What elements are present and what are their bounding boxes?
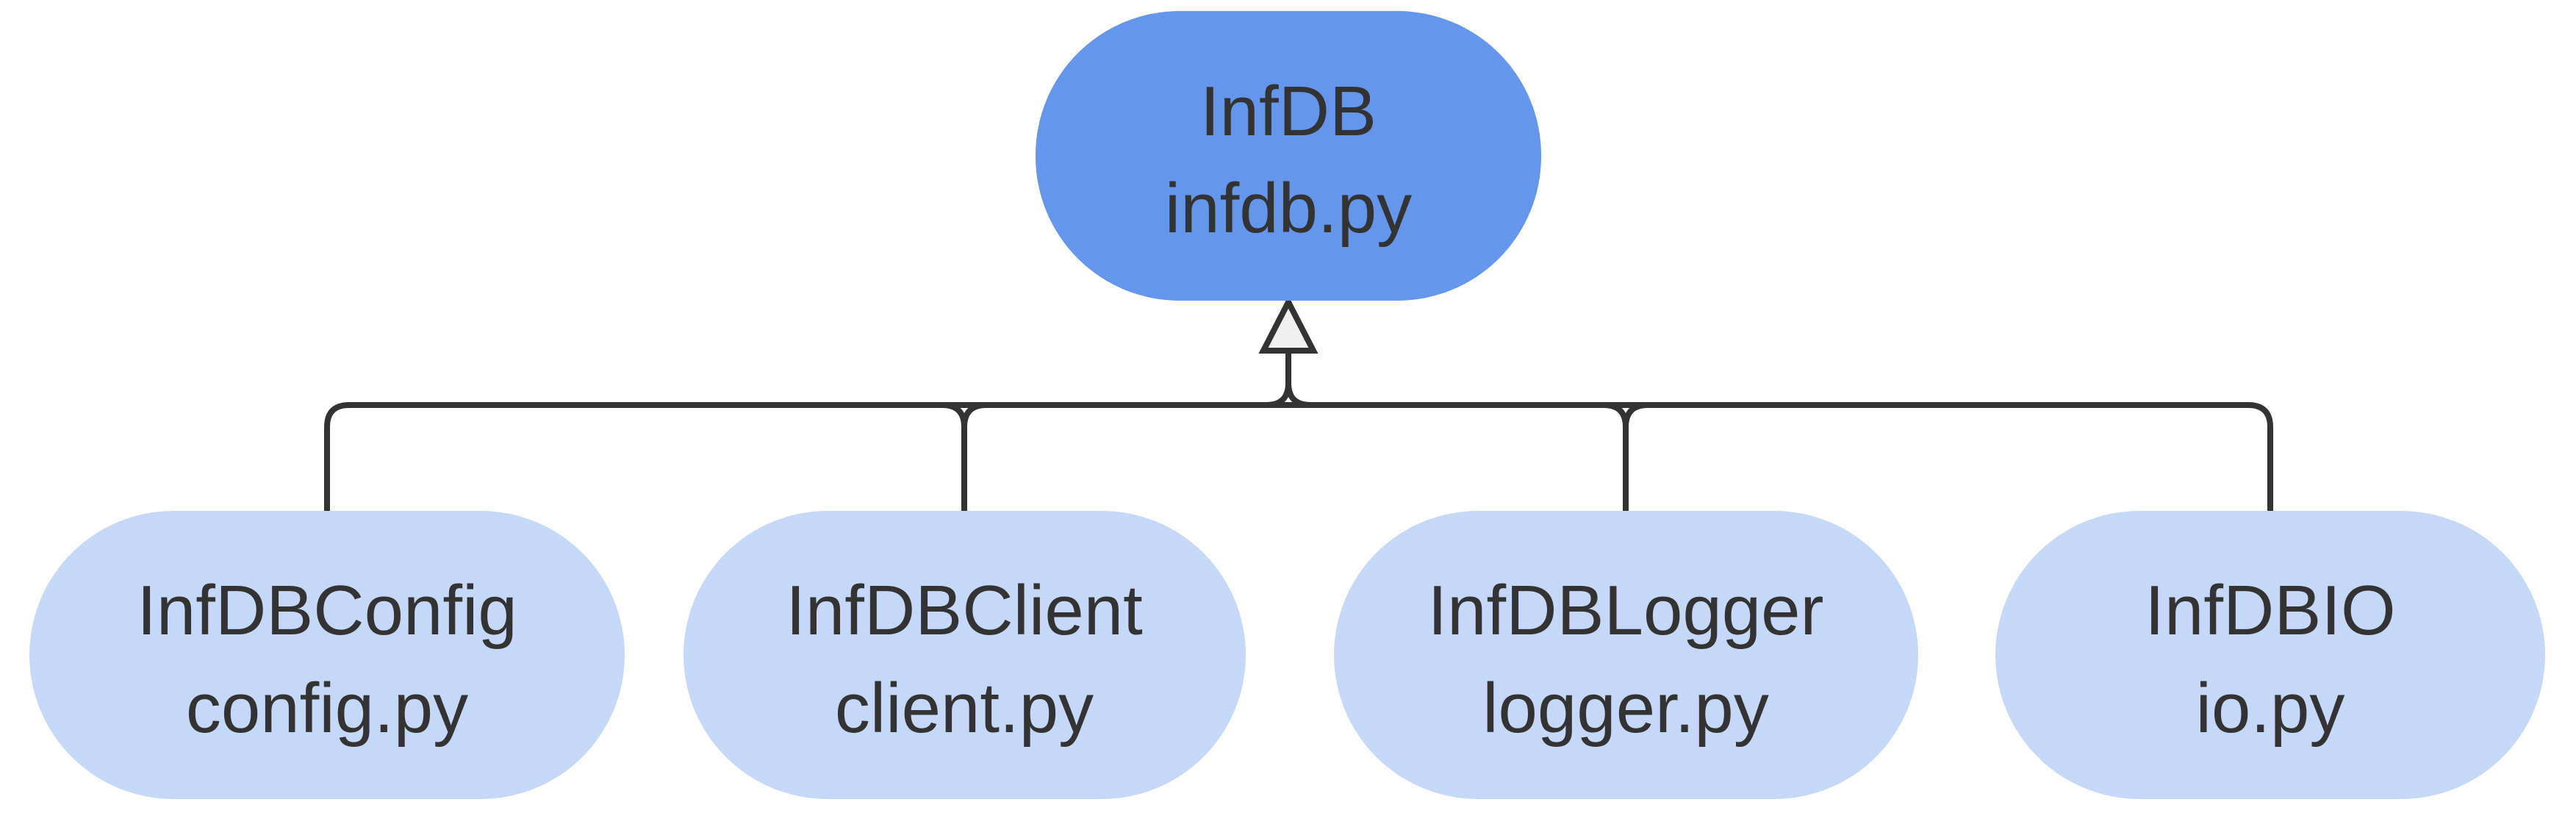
edge-stem-child-3 — [1603, 402, 1648, 511]
node-infdbconfig: InfDBConfig config.py — [29, 511, 625, 799]
class-name-label: InfDB — [1200, 72, 1377, 151]
node-shape — [684, 511, 1246, 799]
node-shape — [1036, 11, 1541, 301]
class-name-label: InfDBClient — [786, 571, 1143, 650]
class-name-label: InfDBLogger — [1427, 571, 1823, 650]
node-shape — [1995, 511, 2545, 799]
edge-center-stem — [1266, 351, 1311, 408]
edge-bus — [324, 402, 2273, 511]
file-name-label: infdb.py — [1165, 169, 1412, 248]
class-name-label: InfDBIO — [2145, 571, 2395, 650]
file-name-label: config.py — [186, 669, 468, 748]
file-name-label: client.py — [835, 669, 1094, 748]
node-infdbio: InfDBIO io.py — [1995, 511, 2545, 799]
node-infdbclient: InfDBClient client.py — [684, 511, 1246, 799]
node-shape — [1334, 511, 1918, 799]
file-name-label: io.py — [2196, 669, 2345, 748]
class-name-label: InfDBConfig — [137, 571, 517, 650]
inheritance-arrowhead-icon — [1258, 296, 1319, 354]
node-infdb: InfDB infdb.py — [1036, 11, 1541, 301]
edge-stem-child-2 — [941, 402, 987, 511]
file-name-label: logger.py — [1482, 669, 1769, 748]
node-shape — [29, 511, 625, 799]
node-infdblogger: InfDBLogger logger.py — [1334, 511, 1918, 799]
